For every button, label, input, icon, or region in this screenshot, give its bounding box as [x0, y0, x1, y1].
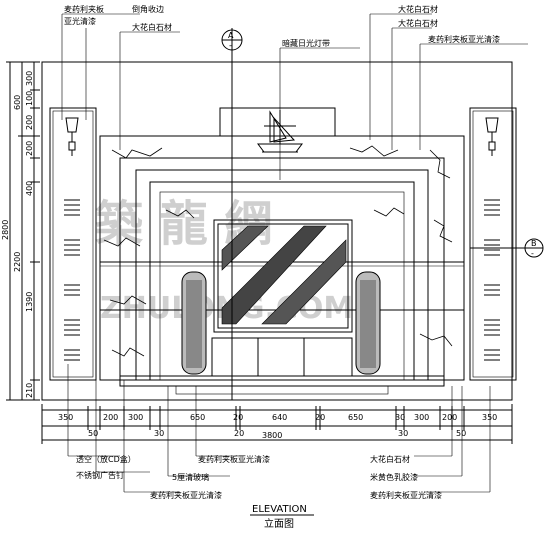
wall-lamp-left-icon — [65, 117, 79, 156]
dim-bottom-sub-4: 50 — [456, 429, 466, 438]
dim-bottom-2: 300 — [128, 413, 143, 422]
bottom-labels: 透空（放CD盒） 不锈钢广告钉 麦药利夹板亚光清漆 5厘清玻璃 麦药利夹板亚光清… — [76, 454, 442, 500]
section-a-letter: A — [228, 31, 234, 40]
label-bottom-right-3: 麦药利夹板亚光清漆 — [370, 490, 442, 500]
dim-bottom-total: 3800 — [262, 431, 282, 440]
dim-left-inner-0: 300 — [25, 71, 34, 86]
label-top-right-2: 大花白石材 — [398, 18, 438, 28]
label-bottom-left-2: 不锈钢广告钉 — [76, 470, 124, 480]
section-marker-b: B - — [470, 238, 544, 258]
bottom-leaders — [67, 364, 491, 493]
label-top-left-1: 麦药利夹板 — [64, 4, 104, 14]
label-bottom-left-1: 透空（放CD盒） — [76, 454, 136, 464]
wall-lamp-right-icon — [485, 117, 499, 156]
section-marker-a: A - — [221, 28, 243, 400]
dim-bottom-sub-1: 30 — [154, 429, 164, 438]
right-side-panel — [469, 107, 517, 381]
dim-left-inner-3: 200 — [25, 141, 34, 156]
cd-shelf-left — [64, 199, 80, 361]
dim-bottom-10: 200 — [442, 413, 457, 422]
dim-left-inner-1: 100 — [25, 91, 34, 106]
dim-left-inner-6: 210 — [25, 383, 34, 398]
speaker-left — [181, 271, 207, 375]
dim-bottom-5: 640 — [272, 413, 287, 422]
dim-bottom-8: 30 — [395, 413, 405, 422]
label-top-center: 暗藏日光灯带 — [282, 38, 330, 48]
bottom-dimensions — [41, 404, 513, 444]
label-bottom-right-1: 大花白石材 — [370, 454, 410, 464]
dim-left-inner-5: 1390 — [25, 292, 34, 312]
dim-left-inner-2: 200 — [25, 115, 34, 130]
label-bottom-left-3: 麦药利夹板亚光清漆 — [198, 454, 270, 464]
dim-bottom-3: 650 — [190, 413, 205, 422]
label-top-right-3: 麦药利夹板亚光清漆 — [428, 34, 500, 44]
wall-outline — [41, 61, 513, 401]
tv-cabinet — [119, 337, 445, 395]
top-labels: 麦药利夹板 亚光清漆 倒角收边 大花白石材 暗藏日光灯带 大花白石材 大花白石材… — [64, 4, 500, 48]
label-bottom-left-4: 5厘清玻璃 — [172, 472, 209, 482]
dim-left-outer-0: 600 — [13, 95, 22, 110]
left-dimensions — [6, 61, 40, 401]
dim-bottom-6: 20 — [315, 413, 325, 422]
drawing-title: ELEVATION 立面图 — [250, 504, 314, 530]
cd-shelf-right — [484, 199, 500, 361]
dim-bottom-sub-3: 30 — [398, 429, 408, 438]
tv-screen — [213, 219, 353, 333]
dim-bottom-4: 20 — [233, 413, 243, 422]
dim-bottom-sub-0: 50 — [88, 429, 98, 438]
dim-bottom-sub-2: 20 — [234, 429, 244, 438]
title-en: ELEVATION — [252, 504, 307, 515]
label-bottom-left-5: 麦药利夹板亚光清漆 — [150, 490, 222, 500]
bottom-dim-text: 350 200 300 650 20 640 20 650 30 300 200… — [58, 413, 497, 440]
label-top-right-1: 大花白石材 — [398, 4, 438, 14]
dim-bottom-7: 650 — [348, 413, 363, 422]
title-cn: 立面图 — [264, 517, 294, 530]
dim-left-total: 2800 — [1, 220, 10, 240]
label-top-left-4: 大花白石材 — [132, 22, 172, 32]
dim-left-inner-4: 400 — [25, 181, 34, 196]
dim-left-outer-1: 2200 — [13, 252, 22, 272]
top-leaders — [61, 13, 528, 180]
speaker-right — [355, 271, 381, 375]
label-bottom-right-2: 米黄色乳胶漆 — [370, 472, 418, 482]
dim-bottom-0: 350 — [58, 413, 73, 422]
label-top-left-3: 倒角收边 — [132, 4, 164, 14]
dim-bottom-1: 200 — [103, 413, 118, 422]
section-a-sub: - — [229, 41, 232, 50]
dim-bottom-11: 350 — [482, 413, 497, 422]
left-side-panel — [49, 107, 97, 381]
section-b-sub: - — [531, 249, 534, 258]
left-dim-text: 2800 600 2200 300 100 200 200 400 1390 2… — [1, 71, 34, 398]
label-top-left-2: 亚光清漆 — [64, 16, 96, 26]
dim-bottom-9: 300 — [414, 413, 429, 422]
section-b-letter: B — [531, 239, 537, 248]
